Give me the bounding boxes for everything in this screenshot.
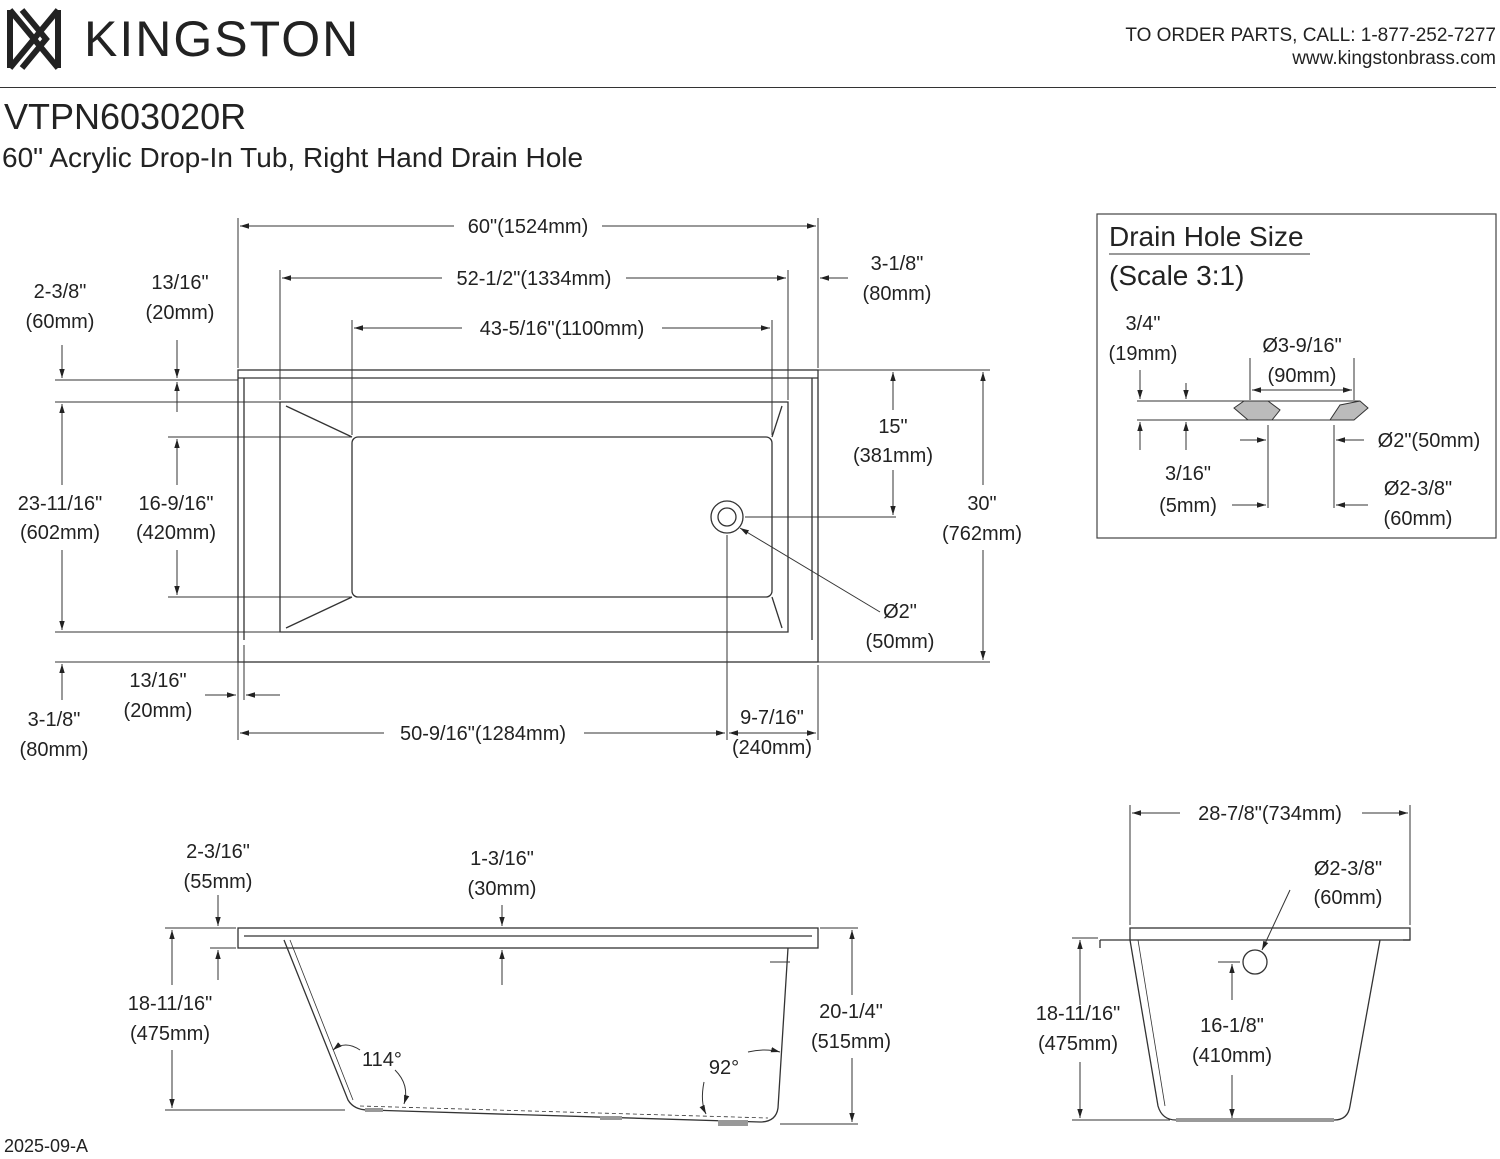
detail-thickness-b: (5mm) xyxy=(1159,495,1217,517)
dim-rim-width-a: 23-11/16" xyxy=(18,493,103,515)
end-depth-b: (475mm) xyxy=(1038,1033,1118,1055)
dim-bottom-lip-b: (20mm) xyxy=(124,700,193,722)
dim-right-flange-a: 3-1/8" xyxy=(871,253,924,275)
side-depth-b: (475mm) xyxy=(130,1023,210,1045)
drain-detail-scale: (Scale 3:1) xyxy=(1109,260,1244,291)
side-deck-a: 1-3/16" xyxy=(470,848,534,870)
drain-detail-panel: Drain Hole Size (Scale 3:1) xyxy=(1096,213,1497,539)
end-drain-height-a: 16-1/8" xyxy=(1200,1015,1264,1037)
side-rim-height-a: 2-3/16" xyxy=(186,841,250,863)
side-body xyxy=(283,939,789,1123)
drain-detail-title: Drain Hole Size xyxy=(1109,221,1304,252)
dim-basin-length: 43-5/16"(1100mm) xyxy=(480,318,645,340)
dim-top-lip-b: (20mm) xyxy=(146,302,215,324)
side-view xyxy=(237,927,819,1126)
website-link[interactable]: www.kingstonbrass.com xyxy=(1292,48,1496,69)
detail-cut-dia-a: Ø2-3/8" xyxy=(1384,478,1452,500)
side-depth-a: 18-11/16" xyxy=(128,993,213,1015)
revision-code: 2025-09-A xyxy=(4,1136,89,1156)
dim-basin-width-b: (420mm) xyxy=(136,522,216,544)
end-drain-hole xyxy=(1242,949,1268,975)
dim-bottom-flange-a: 3-1/8" xyxy=(28,709,81,731)
brand-logo: KINGSTON xyxy=(6,4,360,74)
contact-info: TO ORDER PARTS, CALL: 1-877-252-7277 www… xyxy=(1125,24,1496,70)
detail-rim-b: (19mm) xyxy=(1109,343,1178,365)
brand-name: KINGSTON xyxy=(84,11,361,67)
detail-hole-dia: Ø2"(50mm) xyxy=(1378,430,1481,452)
dim-overall-length: 60"(1524mm) xyxy=(468,216,588,238)
detail-flange-dia-b: (90mm) xyxy=(1268,365,1337,387)
side-rim xyxy=(237,927,819,949)
end-drain-dia-a: Ø2-3/8" xyxy=(1314,858,1382,880)
tub-outer-outline xyxy=(237,369,819,663)
end-view xyxy=(1099,927,1411,1122)
dim-rim-width-b: (602mm) xyxy=(20,522,100,544)
end-depth-a: 18-11/16" xyxy=(1036,1003,1121,1025)
dim-drain-offset-a: 15" xyxy=(878,416,907,438)
drain-flange-left xyxy=(1233,400,1281,421)
dim-rim-length: 52-1/2"(1334mm) xyxy=(457,268,612,290)
end-rim xyxy=(1129,927,1411,941)
order-phone: TO ORDER PARTS, CALL: 1-877-252-7277 xyxy=(1125,25,1496,46)
dim-drain-from-left: 50-9/16"(1284mm) xyxy=(400,723,566,745)
end-view-labels: 28-7/8"(734mm) Ø2-3/8" (60mm) 18-11/16" … xyxy=(1036,803,1383,1067)
dim-top-flange-a: 2-3/8" xyxy=(34,281,87,303)
header-divider xyxy=(0,87,1496,88)
detail-cut-dia-b: (60mm) xyxy=(1384,508,1453,530)
side-height-a: 20-1/4" xyxy=(819,1001,883,1023)
dim-top-flange-b: (60mm) xyxy=(26,311,95,333)
product-description: 60" Acrylic Drop-In Tub, Right Hand Drai… xyxy=(2,142,584,173)
detail-rim-a: 3/4" xyxy=(1126,313,1161,335)
dim-right-flange-b: (80mm) xyxy=(863,283,932,305)
tub-basin-floor xyxy=(351,436,773,598)
side-rim-height-b: (55mm) xyxy=(184,871,253,893)
side-height-b: (515mm) xyxy=(811,1031,891,1053)
model-number: VTPN603020R xyxy=(4,96,247,137)
side-view-labels: 2-3/16" (55mm) 1-3/16" (30mm) 18-11/16" … xyxy=(128,841,891,1079)
dim-bottom-flange-b: (80mm) xyxy=(20,739,89,761)
side-view-dimensions xyxy=(165,895,858,1125)
dim-bottom-lip-a: 13/16" xyxy=(129,670,186,692)
dim-drain-dia-a: Ø2" xyxy=(883,601,917,623)
side-angle-right: 92° xyxy=(709,1057,739,1079)
end-view-dimensions xyxy=(1072,805,1411,1121)
top-view-dimensions xyxy=(55,218,990,740)
dim-drain-from-right-a: 9-7/16" xyxy=(740,707,804,729)
drain-flange-right xyxy=(1329,400,1369,421)
end-drain-dia-b: (60mm) xyxy=(1314,887,1383,909)
drain-detail-frame xyxy=(1096,213,1497,539)
top-view-labels: 60"(1524mm) 52-1/2"(1334mm) 43-5/16"(110… xyxy=(18,216,1022,761)
detail-flange-dia-a: Ø3-9/16" xyxy=(1262,335,1341,357)
side-deck-b: (30mm) xyxy=(468,878,537,900)
end-width: 28-7/8"(734mm) xyxy=(1198,803,1342,825)
dim-top-lip-a: 13/16" xyxy=(151,272,208,294)
dim-overall-width-a: 30" xyxy=(967,493,996,515)
dim-drain-offset-b: (381mm) xyxy=(853,445,933,467)
drain-hole-outer xyxy=(710,500,744,534)
dim-drain-dia-b: (50mm) xyxy=(866,631,935,653)
tub-inner-rim xyxy=(279,401,789,633)
side-angle-left: 114° xyxy=(362,1049,402,1071)
dim-drain-from-right-b: (240mm) xyxy=(732,737,812,759)
top-view xyxy=(237,369,819,663)
kingston-logo-icon xyxy=(7,8,61,70)
dim-basin-width-a: 16-9/16" xyxy=(139,493,214,515)
end-drain-height-b: (410mm) xyxy=(1192,1045,1272,1067)
detail-thickness-a: 3/16" xyxy=(1165,463,1211,485)
dim-overall-width-b: (762mm) xyxy=(942,523,1022,545)
drain-hole-inner xyxy=(717,507,737,527)
